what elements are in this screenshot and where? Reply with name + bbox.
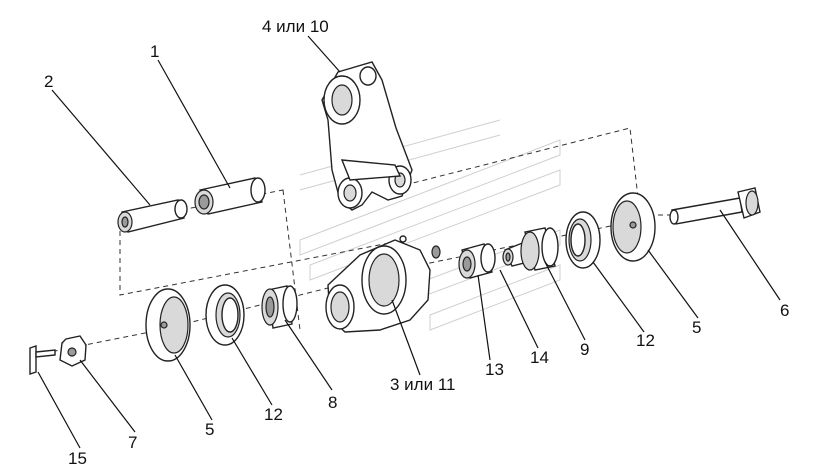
label-12-right: 12 bbox=[636, 331, 655, 350]
part-bearing-13 bbox=[458, 243, 496, 279]
label-3-or-11: 3 или 11 bbox=[390, 375, 455, 394]
leader-lines bbox=[37, 35, 781, 449]
part-cotter-pin bbox=[29, 345, 56, 375]
label-5-right: 5 bbox=[692, 318, 701, 337]
part-bushing-large bbox=[194, 177, 266, 215]
label-4-or-10: 4 или 10 bbox=[262, 17, 329, 36]
label-15: 15 bbox=[68, 449, 87, 468]
part-cap-left bbox=[145, 288, 191, 362]
label-5-left: 5 bbox=[205, 420, 214, 439]
part-bushing-small bbox=[117, 199, 188, 233]
label-7: 7 bbox=[128, 433, 137, 452]
part-ring-8 bbox=[261, 285, 298, 329]
part-cap-right bbox=[610, 192, 656, 262]
part-seal-left bbox=[205, 284, 245, 346]
part-bolt bbox=[669, 187, 761, 225]
label-1: 1 bbox=[150, 42, 159, 61]
label-6: 6 bbox=[780, 301, 789, 320]
label-2: 2 bbox=[44, 72, 53, 91]
label-14: 14 bbox=[530, 348, 549, 367]
part-castle-nut bbox=[59, 335, 87, 367]
callout-labels: 1 2 4 или 10 6 5 12 9 14 13 3 или 11 8 1… bbox=[44, 17, 789, 468]
label-9: 9 bbox=[580, 340, 589, 359]
label-12-left: 12 bbox=[264, 405, 283, 424]
part-lever-arm bbox=[321, 61, 413, 211]
label-13: 13 bbox=[485, 360, 504, 379]
part-housing bbox=[325, 235, 441, 333]
label-8: 8 bbox=[328, 393, 337, 412]
part-flange-9 bbox=[520, 227, 559, 271]
part-seal-right bbox=[565, 211, 601, 269]
